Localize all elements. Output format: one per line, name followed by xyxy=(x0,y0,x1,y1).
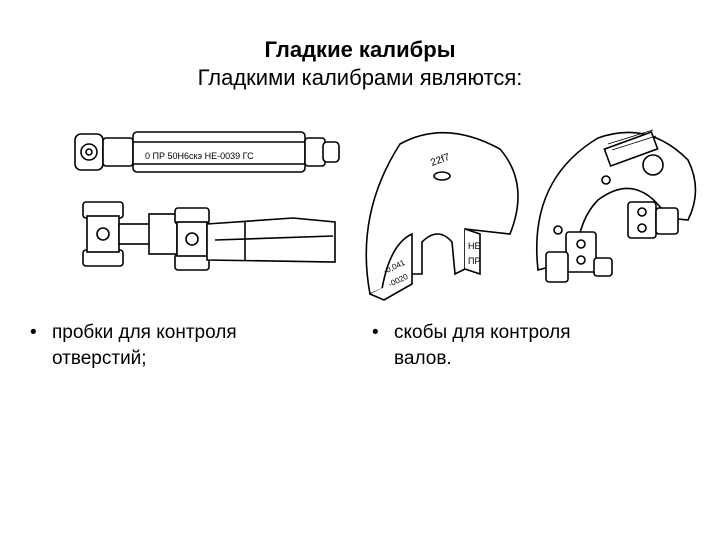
snap-gauge-illustration: 22f7 НЕ ПР -0,041 -0020 xyxy=(360,124,530,309)
title-sub: Гладкими калибрами являются: xyxy=(197,65,523,90)
adjustable-snap-gauge-illustration xyxy=(528,120,700,300)
snap-marking-ne: НЕ xyxy=(468,241,481,251)
bullet-marker: • xyxy=(30,322,37,343)
snap-gauge-body xyxy=(365,131,519,296)
bullet-plugs-line1: пробки для контроля xyxy=(52,322,237,343)
bullet-snaps-line2: валов. xyxy=(394,348,452,369)
bullet-snaps: • скобы для контроля валов. xyxy=(360,320,571,372)
snap-marking-pr: ПР xyxy=(468,256,480,266)
title-main: Гладкие калибры xyxy=(264,37,456,62)
plug-gauge-top: 0 ПР 50H6скэ НЕ-0039 ГС xyxy=(74,131,340,173)
bullet-snaps-line1: скобы для контроля xyxy=(394,322,571,343)
plug-gauges-illustration: 0 ПР 50H6скэ НЕ-0039 ГС xyxy=(45,122,345,287)
bullet-plugs-line2: отверстий; xyxy=(52,348,147,369)
plug-gauge-marking: 0 ПР 50H6скэ НЕ-0039 ГС xyxy=(145,151,254,161)
bullet-plugs: • пробки для контроля отверстий; xyxy=(18,320,237,372)
bullet-marker: • xyxy=(372,322,379,343)
slide-title: Гладкие калибры Гладкими калибрами являю… xyxy=(0,36,720,92)
plug-gauge-bottom xyxy=(82,201,336,271)
